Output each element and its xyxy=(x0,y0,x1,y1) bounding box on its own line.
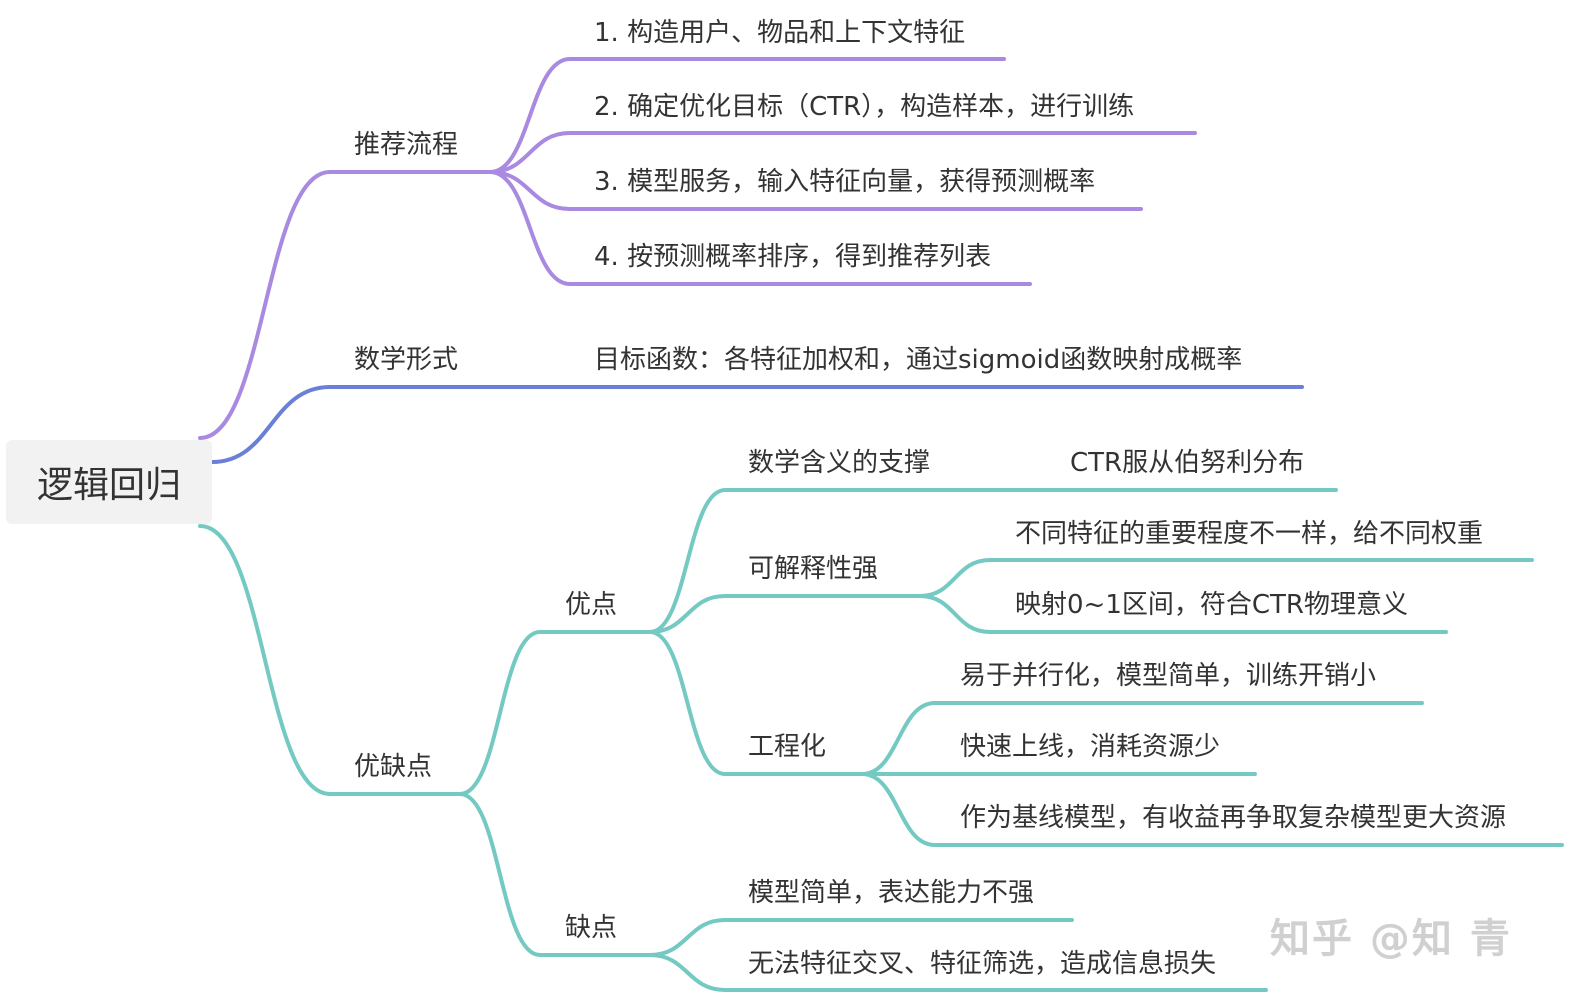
engineering-item-3[interactable]: 作为基线模型，有收益再争取复杂模型更大资源 xyxy=(960,803,1507,833)
connector-interp-1 xyxy=(918,558,992,598)
interpretability-item-2[interactable]: 映射0~1区间，符合CTR物理意义 xyxy=(1015,590,1408,620)
flow-item-2[interactable]: 2. 确定优化目标（CTR），构造样本，进行训练 xyxy=(594,92,1135,122)
interpretability-label[interactable]: 可解释性强 xyxy=(748,554,879,584)
math-support-label[interactable]: 数学含义的支撑 xyxy=(748,448,931,478)
connector-root-flow xyxy=(198,170,332,440)
cons-label[interactable]: 缺点 xyxy=(565,913,618,943)
connector-eng-3 xyxy=(860,772,937,847)
connector-flow-2 xyxy=(488,131,572,174)
connector-flow-4 xyxy=(488,170,572,286)
watermark: 知乎 @知 青 xyxy=(1270,916,1512,962)
engineering-item-2[interactable]: 快速上线，消耗资源少 xyxy=(960,732,1221,762)
flow-item-4[interactable]: 4. 按预测概率排序，得到推荐列表 xyxy=(594,242,992,272)
connector-flow-1 xyxy=(488,57,572,174)
connector-eng-1 xyxy=(860,701,937,776)
engineering-item-1[interactable]: 易于并行化，模型简单，训练开销小 xyxy=(960,661,1377,691)
pros-label[interactable]: 优点 xyxy=(565,590,618,620)
math-support-item[interactable]: CTR服从伯努利分布 xyxy=(1070,448,1305,478)
connector-root-proscons xyxy=(198,524,332,796)
cons-item-2[interactable]: 无法特征交叉、特征筛选，造成信息损失 xyxy=(748,949,1217,979)
connector-cons-2 xyxy=(648,953,727,992)
root-label: 逻辑回归 xyxy=(36,465,181,506)
branch-math-label[interactable]: 数学形式 xyxy=(354,345,459,375)
root-node[interactable]: 逻辑回归 xyxy=(6,440,212,524)
connector-proscons-pros xyxy=(458,630,542,796)
connector-pros-mathsupport xyxy=(648,488,727,634)
flow-item-1[interactable]: 1. 构造用户、物品和上下文特征 xyxy=(594,18,966,48)
connector-interp-2 xyxy=(918,594,992,634)
connector-pros-interp xyxy=(648,594,727,634)
engineering-label[interactable]: 工程化 xyxy=(748,732,827,762)
branch-proscons-label[interactable]: 优缺点 xyxy=(354,752,433,782)
connector-pros-eng xyxy=(648,630,727,776)
math-item[interactable]: 目标函数：各特征加权和，通过sigmoid函数映射成概率 xyxy=(594,345,1243,375)
flow-item-3[interactable]: 3. 模型服务，输入特征向量，获得预测概率 xyxy=(594,167,1096,197)
connector-cons-1 xyxy=(648,918,727,957)
cons-item-1[interactable]: 模型简单，表达能力不强 xyxy=(748,878,1035,908)
connector-proscons-cons xyxy=(458,792,542,957)
connector-root-math xyxy=(210,385,332,464)
interpretability-item-1[interactable]: 不同特征的重要程度不一样，给不同权重 xyxy=(1015,519,1484,549)
branch-flow-label[interactable]: 推荐流程 xyxy=(354,130,459,160)
